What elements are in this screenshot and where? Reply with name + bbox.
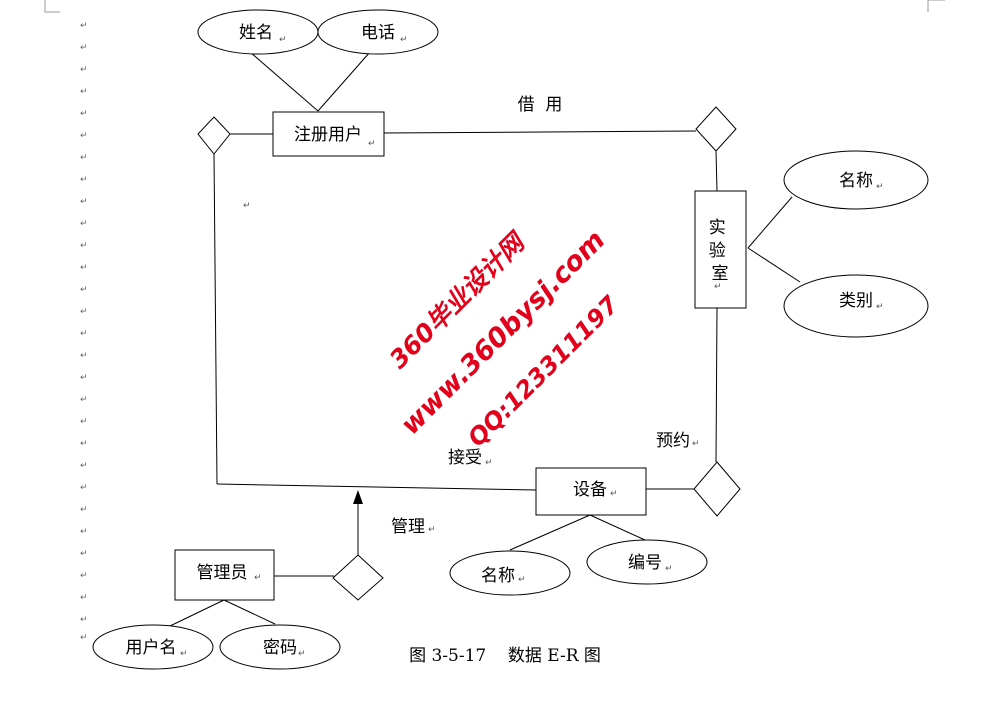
reserve-diamond [693, 461, 741, 517]
pmark: ↵ [368, 139, 376, 149]
margin-mark: ↵ [80, 571, 88, 581]
rel-accept-label: 接受 [448, 448, 482, 468]
pmark: ↵ [298, 649, 306, 659]
margin-mark: ↵ [80, 483, 88, 493]
margin-mark: ↵ [80, 351, 88, 361]
pmark: ↵ [610, 489, 618, 499]
entity-lab-label-line2: 验 [709, 241, 726, 261]
entity-admin-box [174, 549, 275, 601]
attr-phone-label: 电话 [361, 23, 395, 43]
attr-username-label: 用户名 [126, 638, 177, 658]
figure-caption: 图 3-5-17 数据 E-R 图 [409, 646, 601, 666]
entity-admin-label: 管理员 [197, 563, 248, 583]
margin-mark: ↵ [80, 131, 88, 141]
page-corner-marks [44, 0, 945, 13]
margin-mark: ↵ [80, 395, 88, 405]
pmark: ↵ [665, 564, 673, 574]
margin-mark: ↵ [80, 439, 88, 449]
entity-equipment-box [535, 467, 647, 516]
attr-lab-name-ellipse [783, 150, 929, 210]
watermark: 360毕业设计网 www.360bysj.com QQ:123311197 [384, 225, 625, 453]
attribute-ellipses [92, 9, 929, 670]
watermark-line3: QQ:123311197 [462, 290, 624, 452]
rel-borrow-label: 借 用 [518, 95, 563, 115]
pmark: ↵ [254, 573, 262, 583]
margin-mark: ↵ [80, 633, 88, 643]
margin-mark: ↵ [80, 43, 88, 53]
accept-diamond [197, 116, 231, 155]
arrow-head [353, 490, 363, 504]
pmark: ↵ [428, 525, 436, 535]
entity-registered-user-label: 注册用户 [294, 125, 362, 145]
margin-mark: ↵ [80, 417, 88, 427]
pmark: ↵ [180, 649, 188, 659]
attr-lab-name-label: 名称 [839, 171, 873, 191]
margin-mark: ↵ [80, 549, 88, 559]
margin-mark: ↵ [80, 527, 88, 537]
margin-mark: ↵ [80, 219, 88, 229]
attr-lab-category-label: 类别 [839, 291, 873, 311]
margin-mark: ↵ [80, 307, 88, 317]
watermark-line1: 360毕业设计网 [384, 226, 533, 375]
pmark: ↵ [876, 302, 884, 312]
margin-mark: ↵ [80, 241, 88, 251]
attr-password-ellipse [219, 624, 341, 670]
margin-mark: ↵ [80, 461, 88, 471]
margin-mark: ↵ [80, 329, 88, 339]
rel-reserve-label: 预约 [656, 431, 690, 451]
pmark: ↵ [518, 575, 526, 585]
attr-phone-ellipse [317, 9, 439, 55]
attr-equip-number-label: 编号 [628, 553, 662, 573]
pmark: ↵ [714, 282, 722, 292]
pmark: ↵ [400, 35, 408, 45]
entity-lab-label-line1: 实 [709, 218, 726, 238]
entity-lab-box [694, 190, 747, 309]
rel-manage-label: 管理 [391, 517, 425, 537]
pmark: ↵ [876, 182, 884, 192]
entity-lab-label: 实 验 室 [709, 218, 731, 284]
manage-diamond [332, 554, 384, 601]
margin-mark: ↵ [80, 175, 88, 185]
relationship-diamonds [197, 106, 741, 601]
margin-mark: ↵ [80, 65, 88, 75]
paragraph-marks: ↵ ↵ ↵ ↵ ↵ ↵ ↵ ↵ ↵ ↵ ↵ ↵ ↵ ↵ ↵ ↵ [180, 35, 884, 659]
connectors [169, 51, 801, 627]
attr-username-ellipse [92, 624, 214, 670]
margin-mark: ↵ [80, 593, 88, 603]
pmark: ↵ [243, 201, 251, 211]
margin-mark: ↵ [80, 505, 88, 515]
margin-mark: ↵ [80, 285, 88, 295]
attr-lab-category-ellipse [783, 274, 929, 338]
pmark: ↵ [485, 458, 493, 468]
entity-boxes [174, 111, 747, 601]
attr-equip-name-ellipse [449, 550, 571, 596]
margin-mark: ↵ [80, 87, 88, 97]
borrow-diamond [695, 106, 737, 152]
pmark: ↵ [692, 439, 700, 449]
margin-mark: ↵ [80, 263, 88, 273]
attr-password-label: 密码 [263, 638, 297, 658]
margin-mark: ↵ [80, 109, 88, 119]
margin-mark: ↵ [80, 21, 88, 31]
attr-equip-name-label: 名称 [481, 566, 515, 586]
attr-name-label: 姓名 [239, 23, 273, 43]
entity-lab-label-line3: 室 [712, 264, 729, 284]
attr-equip-number-ellipse [586, 539, 708, 585]
entity-equipment-label: 设备 [573, 480, 607, 500]
margin-mark: ↵ [80, 373, 88, 383]
margin-mark: ↵ [80, 615, 88, 625]
margin-mark: ↵ [80, 153, 88, 163]
margin-mark: ↵ [80, 197, 88, 207]
pmark: ↵ [279, 35, 287, 45]
entity-registered-user-box [272, 111, 385, 157]
